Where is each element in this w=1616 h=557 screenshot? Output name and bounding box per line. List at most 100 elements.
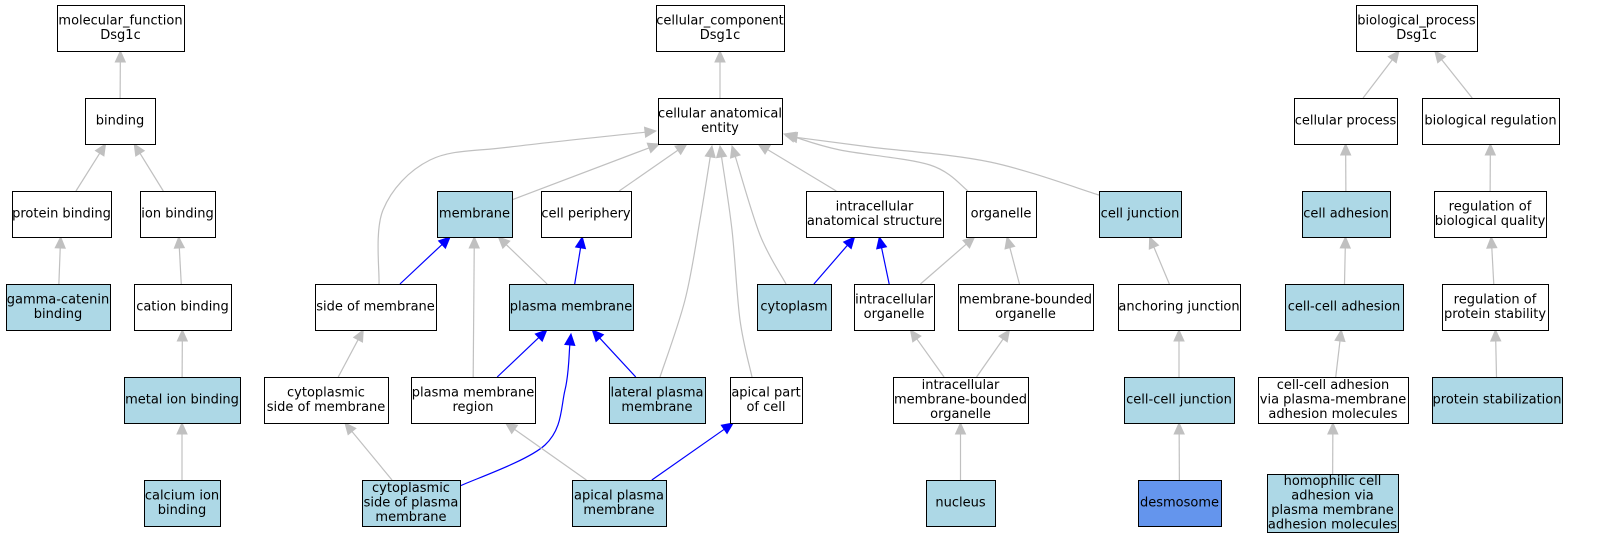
edge-arrowhead [757, 143, 772, 155]
edge-arrowhead [784, 131, 799, 144]
term-label-line: entity [701, 121, 739, 136]
edge-cell_periphery-to-cae [618, 143, 688, 192]
edge-pm_region-to-plasma_membrane [496, 329, 548, 378]
term-label-line: apical plasma [574, 488, 664, 503]
term-box [966, 191, 1037, 238]
term-label-line: apical part [731, 385, 800, 400]
edge-binding-to-mf_root [114, 49, 127, 99]
term-label-line: of cell [746, 400, 785, 415]
term-label-line: lateral plasma [611, 385, 704, 400]
edge-membrane-to-cae [511, 142, 661, 201]
term-node-protein_stab[interactable]: protein stabilization [1432, 377, 1563, 424]
term-box [1138, 480, 1222, 527]
term-node-organelle[interactable]: organelle [966, 191, 1037, 238]
edge-line [178, 247, 182, 285]
edge-arrowhead [720, 422, 735, 435]
term-box [806, 191, 944, 238]
term-label-line: via plasma-membrane [1260, 393, 1406, 408]
edge-arrowhead [1486, 235, 1498, 249]
term-node-cellular_process[interactable]: cellular process [1294, 98, 1398, 145]
edge-line [767, 149, 837, 192]
term-label-line: membrane [439, 207, 510, 222]
edge-arrowhead [1484, 142, 1497, 156]
edge-arrowhead [176, 328, 189, 342]
term-node-ion_binding[interactable]: ion binding [140, 191, 216, 238]
term-node-plasma_membrane[interactable]: plasma membrane [509, 284, 634, 331]
edge-arrowhead [497, 236, 511, 250]
edge-intra_organelle-to-organelle [920, 236, 976, 285]
term-node-protein_binding[interactable]: protein binding [12, 191, 112, 238]
term-node-cell_adhesion[interactable]: cell adhesion [1302, 191, 1391, 238]
term-box [1258, 377, 1409, 424]
term-node-desmosome[interactable]: desmosome [1138, 480, 1222, 527]
term-node-ccadh[interactable]: cell-cell adhesion [1285, 284, 1404, 331]
term-label-line: adhesion via [1291, 488, 1373, 503]
edge-line [659, 156, 711, 378]
term-label-line: cell-cell adhesion [1288, 300, 1401, 315]
edge-cyto_side_pm-to-plasma_membrane [459, 332, 576, 487]
edge-line [880, 247, 890, 285]
edge-line [1153, 246, 1170, 285]
term-node-cytoplasm[interactable]: cytoplasm [757, 284, 832, 331]
term-node-cell_junction[interactable]: cell junction [1099, 191, 1182, 238]
term-box [1118, 284, 1241, 331]
edge-gamma_catenin-to-protein_binding [54, 235, 66, 285]
edge-arrowhead [133, 142, 146, 157]
edge-ion_binding-to-binding [133, 142, 164, 192]
edge-line [651, 428, 725, 481]
term-label-line: binding [34, 307, 82, 322]
term-node-side_membrane[interactable]: side of membrane [315, 284, 437, 331]
term-box [134, 284, 232, 331]
term-node-cell_periphery[interactable]: cell periphery [541, 191, 632, 238]
edge-arrowhead [1334, 328, 1346, 343]
edge-cell_adhesion-to-cellular_process [1339, 142, 1352, 192]
term-box [12, 191, 112, 238]
term-box [6, 284, 111, 331]
edge-apical_pm-to-pm_region [504, 422, 587, 481]
edge-line [459, 344, 571, 487]
term-box [958, 284, 1094, 331]
edge-reg_ps-to-reg_bq [1486, 235, 1498, 285]
term-node-anchoring_junction[interactable]: anchoring junction [1118, 284, 1241, 331]
edge-side_membrane-to-membrane [399, 236, 451, 285]
term-node-membrane[interactable]: membrane [437, 191, 513, 238]
term-box [437, 191, 513, 238]
edge-arrowhead [674, 143, 688, 156]
term-node-cation_binding[interactable]: cation binding [134, 284, 232, 331]
edge-imbo-to-intra_organelle [909, 329, 945, 378]
term-node-bio_reg[interactable]: biological regulation [1422, 98, 1560, 145]
edge-arrowhead [714, 49, 726, 63]
edge-arrowhead [1148, 235, 1160, 250]
term-label-line: side of membrane [316, 300, 435, 315]
term-node-binding[interactable]: binding [85, 98, 156, 145]
term-box [572, 480, 667, 527]
term-box [926, 480, 996, 527]
term-label-line: calcium ion [145, 488, 219, 503]
term-node-metal_ion[interactable]: metal ion binding [124, 377, 241, 424]
edge-line [618, 149, 679, 192]
term-node-ccj[interactable]: cell-cell junction [1124, 377, 1235, 424]
term-node-nucleus[interactable]: nucleus [926, 480, 996, 527]
term-label-line: cell adhesion [1303, 207, 1389, 222]
edge-line [511, 147, 650, 201]
